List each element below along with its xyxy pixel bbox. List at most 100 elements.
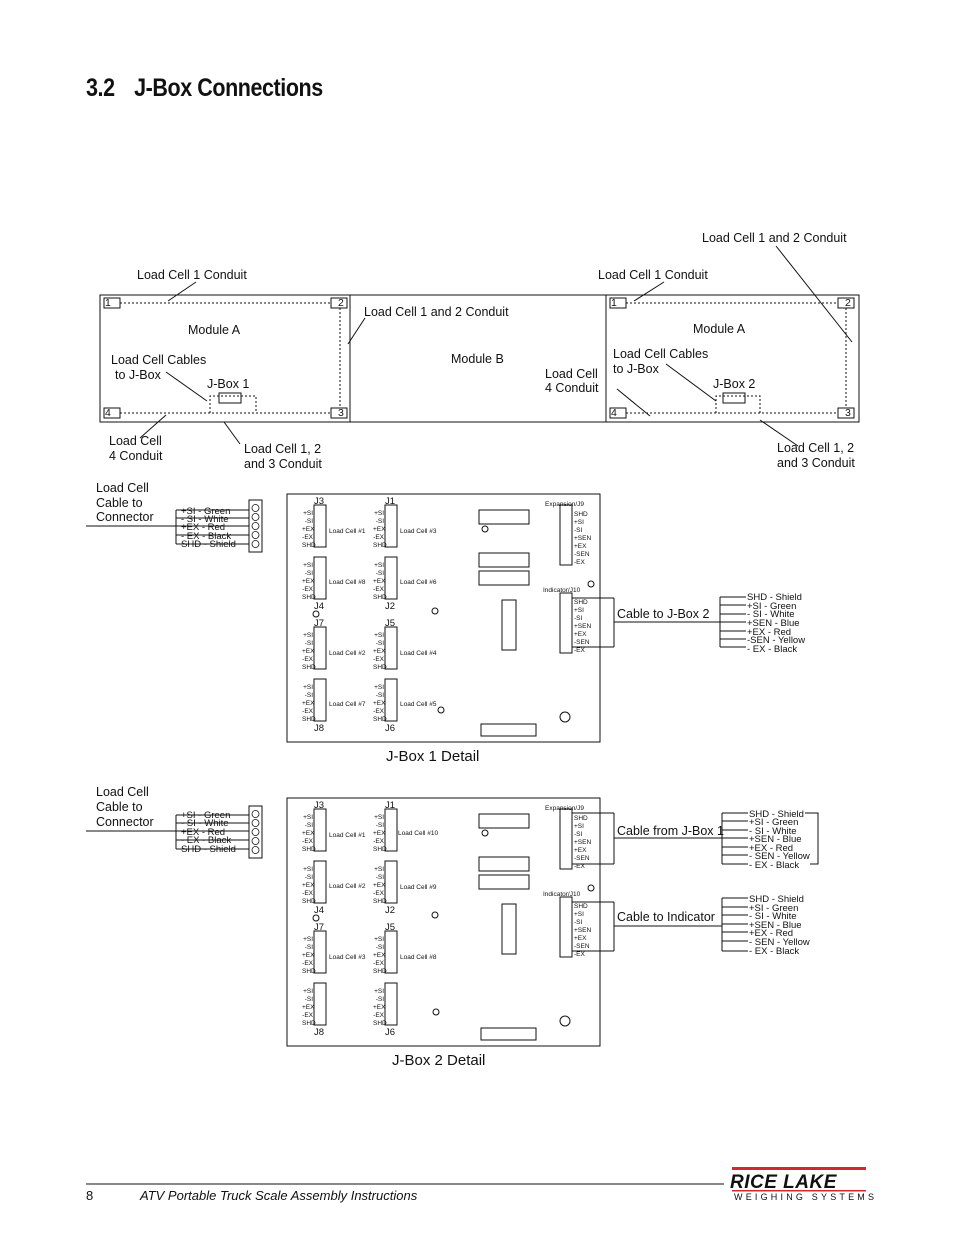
lc1-conduit-left-label: Load Cell 1 Conduit xyxy=(137,268,247,282)
jbox1-cable-wire-7: - EX - Black xyxy=(747,644,798,655)
scale-outline xyxy=(99,294,860,423)
jbox2-expansion: Expansion/J9 xyxy=(545,805,585,812)
pin-label: SHD xyxy=(373,846,387,853)
jbox1-lc1: Load Cell #1 xyxy=(329,528,366,535)
jbox1-lc7: Load Cell #7 xyxy=(329,701,366,708)
pin-label: +SI xyxy=(574,823,584,830)
pin-label: +SI xyxy=(303,866,313,873)
jbox2-j4: J4 xyxy=(314,905,325,916)
pin-label: -EX xyxy=(302,708,313,715)
jbox2-j5: J5 xyxy=(385,922,396,933)
pin-label: SHD xyxy=(373,716,387,723)
page-heading: 3.2 J-Box Connections xyxy=(86,74,323,103)
pin-label: SHD xyxy=(302,716,316,723)
pin-label: -SI xyxy=(375,570,384,577)
pin-label: -SI xyxy=(304,692,313,699)
corner-2-right: 2 xyxy=(845,297,851,309)
jbox1-cable-wire-1: SHD - Shield xyxy=(747,592,802,603)
jbox1-cable-wire-6: -SEN - Yellow xyxy=(747,635,806,646)
section-number: 3.2 xyxy=(86,74,115,102)
jbox1-j8: J8 xyxy=(314,723,325,734)
jbox2-lc-cable-1: Load Cell xyxy=(96,785,149,799)
pin-label: +SI xyxy=(303,936,313,943)
pin-label: -SI xyxy=(574,615,583,622)
pin-label: +EX xyxy=(302,830,315,837)
pin-label: +SI xyxy=(374,814,384,821)
pin-label: +SI xyxy=(574,607,584,614)
cables-right-label-2: to J-Box xyxy=(613,362,659,376)
pin-label: -EX xyxy=(373,1012,384,1019)
pin-label: +SI xyxy=(374,684,384,691)
jbox2-from-wire-3: - SI - White xyxy=(749,826,797,837)
jbox2-from-wire-2: +SI - Green xyxy=(749,817,799,828)
pin-label: -EX xyxy=(373,838,384,845)
pin-label: -EX xyxy=(302,534,313,541)
lc4-left-label-1: Load Cell xyxy=(109,434,162,448)
pin-label: +SI xyxy=(574,911,584,918)
pin-label: -SI xyxy=(375,996,384,1003)
pin-label: +SI xyxy=(303,562,313,569)
jbox2-from-wire-6: - SEN - Yellow xyxy=(749,851,810,862)
pin-label: -SEN xyxy=(574,943,590,950)
cables-left-label-2: to J-Box xyxy=(115,368,161,382)
jbox1-j2: J2 xyxy=(385,601,396,612)
jbox1-cable-label: Cable to J-Box 2 xyxy=(617,607,710,621)
lc4-mid-label-2: 4 Conduit xyxy=(545,381,599,395)
jbox1-expansion: Expansion/J9 xyxy=(545,501,585,508)
jbox2-j3: J3 xyxy=(314,800,325,811)
lc123-left-label-2: and 3 Conduit xyxy=(244,457,322,471)
jbox1-board xyxy=(286,493,601,743)
jbox1-lc-cable-2: Cable to xyxy=(96,496,143,510)
jbox2-lc10: Load Cell #10 xyxy=(398,830,439,837)
jbox2-lc2: Load Cell #2 xyxy=(329,883,366,890)
pin-label: SHD xyxy=(302,1020,316,1027)
jbox2-detail-title: J-Box 2 Detail xyxy=(392,1052,486,1069)
pin-label: +EX xyxy=(302,578,315,585)
jbox2-to-wire-3: - SI - White xyxy=(749,911,797,922)
jbox2-to-wire-4: +SEN - Blue xyxy=(749,920,802,931)
lc123-left-label-1: Load Cell 1, 2 xyxy=(244,442,322,456)
jbox1-wire-4: - EX - Black xyxy=(181,531,232,542)
jbox1-j4: J4 xyxy=(314,601,325,612)
pin-label: -EX xyxy=(373,534,384,541)
corner-3: 3 xyxy=(338,407,344,419)
jbox1-label: J-Box 1 xyxy=(207,377,250,391)
pin-label: +SI xyxy=(303,510,313,517)
pin-label: -SI xyxy=(574,527,583,534)
pin-label: -EX xyxy=(373,586,384,593)
pin-label: -EX xyxy=(373,708,384,715)
pin-label: -SI xyxy=(304,570,313,577)
jbox2-j7: J7 xyxy=(314,922,325,933)
rice-lake-logo: RICE LAKE xyxy=(730,1172,837,1193)
jbox2-to-wire-5: +EX - Red xyxy=(749,928,794,939)
pin-label: +EX xyxy=(574,935,587,942)
pin-label: SHD xyxy=(373,1020,387,1027)
pin-label: SHD xyxy=(302,968,316,975)
pin-label: +EX xyxy=(302,1004,315,1011)
pin-label: SHD xyxy=(302,594,316,601)
pin-label: +EX xyxy=(373,526,386,533)
jbox2-from-wire-5: +EX - Red xyxy=(749,843,794,854)
pin-label: SHD xyxy=(574,815,588,822)
jbox2-j8: J8 xyxy=(314,1027,325,1038)
pin-label: -SI xyxy=(304,996,313,1003)
pin-label: +SI xyxy=(303,684,313,691)
jbox1-cable-wire-3: - SI - White xyxy=(747,609,795,620)
lc12-conduit-right-label: Load Cell 1 and 2 Conduit xyxy=(702,231,847,245)
pin-label: -SEN xyxy=(574,639,590,646)
pin-label: SHD xyxy=(302,846,316,853)
pin-label: -SI xyxy=(375,692,384,699)
pin-label: +EX xyxy=(302,882,315,889)
pin-label: -EX xyxy=(574,951,585,958)
jbox2-lc9: Load Cell #9 xyxy=(400,884,437,891)
lc123-right-label-1: Load Cell 1, 2 xyxy=(777,441,855,455)
jbox2-symbol xyxy=(722,392,746,404)
rice-lake-logo-mark xyxy=(732,1167,866,1192)
section-title: J-Box Connections xyxy=(134,74,323,102)
pin-label: +EX xyxy=(302,526,315,533)
cables-left-label-1: Load Cell Cables xyxy=(111,353,207,367)
corner-2: 2 xyxy=(338,297,344,309)
pin-label: +SI xyxy=(303,632,313,639)
pin-label: -EX xyxy=(373,960,384,967)
